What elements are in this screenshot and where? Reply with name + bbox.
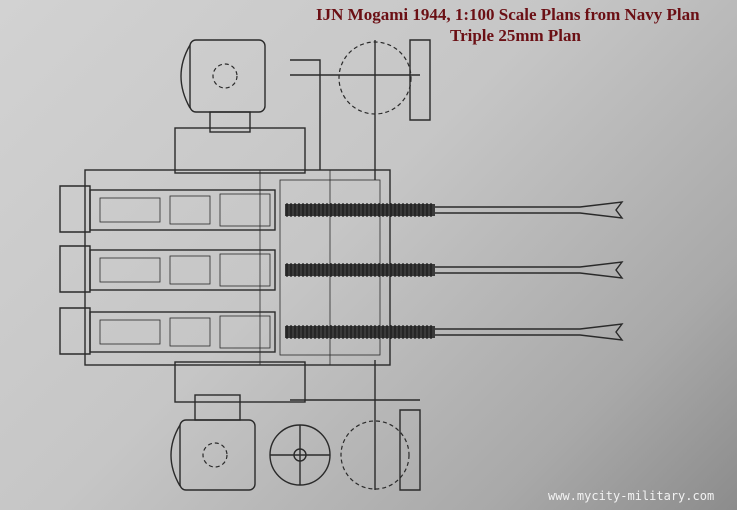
handwheel bbox=[269, 424, 331, 486]
bottom-sight-arm bbox=[290, 360, 421, 491]
watermark: www.mycity-military.com bbox=[548, 489, 715, 503]
barrel bbox=[435, 201, 624, 219]
gun-3 bbox=[59, 307, 624, 355]
title-line-2: Triple 25mm Plan bbox=[450, 26, 581, 45]
bottom-ammo-cylinder bbox=[170, 394, 256, 491]
barrel bbox=[435, 323, 624, 341]
gun-1 bbox=[59, 185, 624, 233]
title-line-1: IJN Mogami 1944, 1:100 Scale Plans from … bbox=[316, 5, 700, 24]
top-ammo-cylinder bbox=[180, 39, 266, 133]
top-sight-arm bbox=[290, 39, 431, 180]
barrel bbox=[435, 261, 624, 279]
gun-2 bbox=[59, 245, 624, 293]
bottom-sight-circle bbox=[340, 420, 410, 490]
